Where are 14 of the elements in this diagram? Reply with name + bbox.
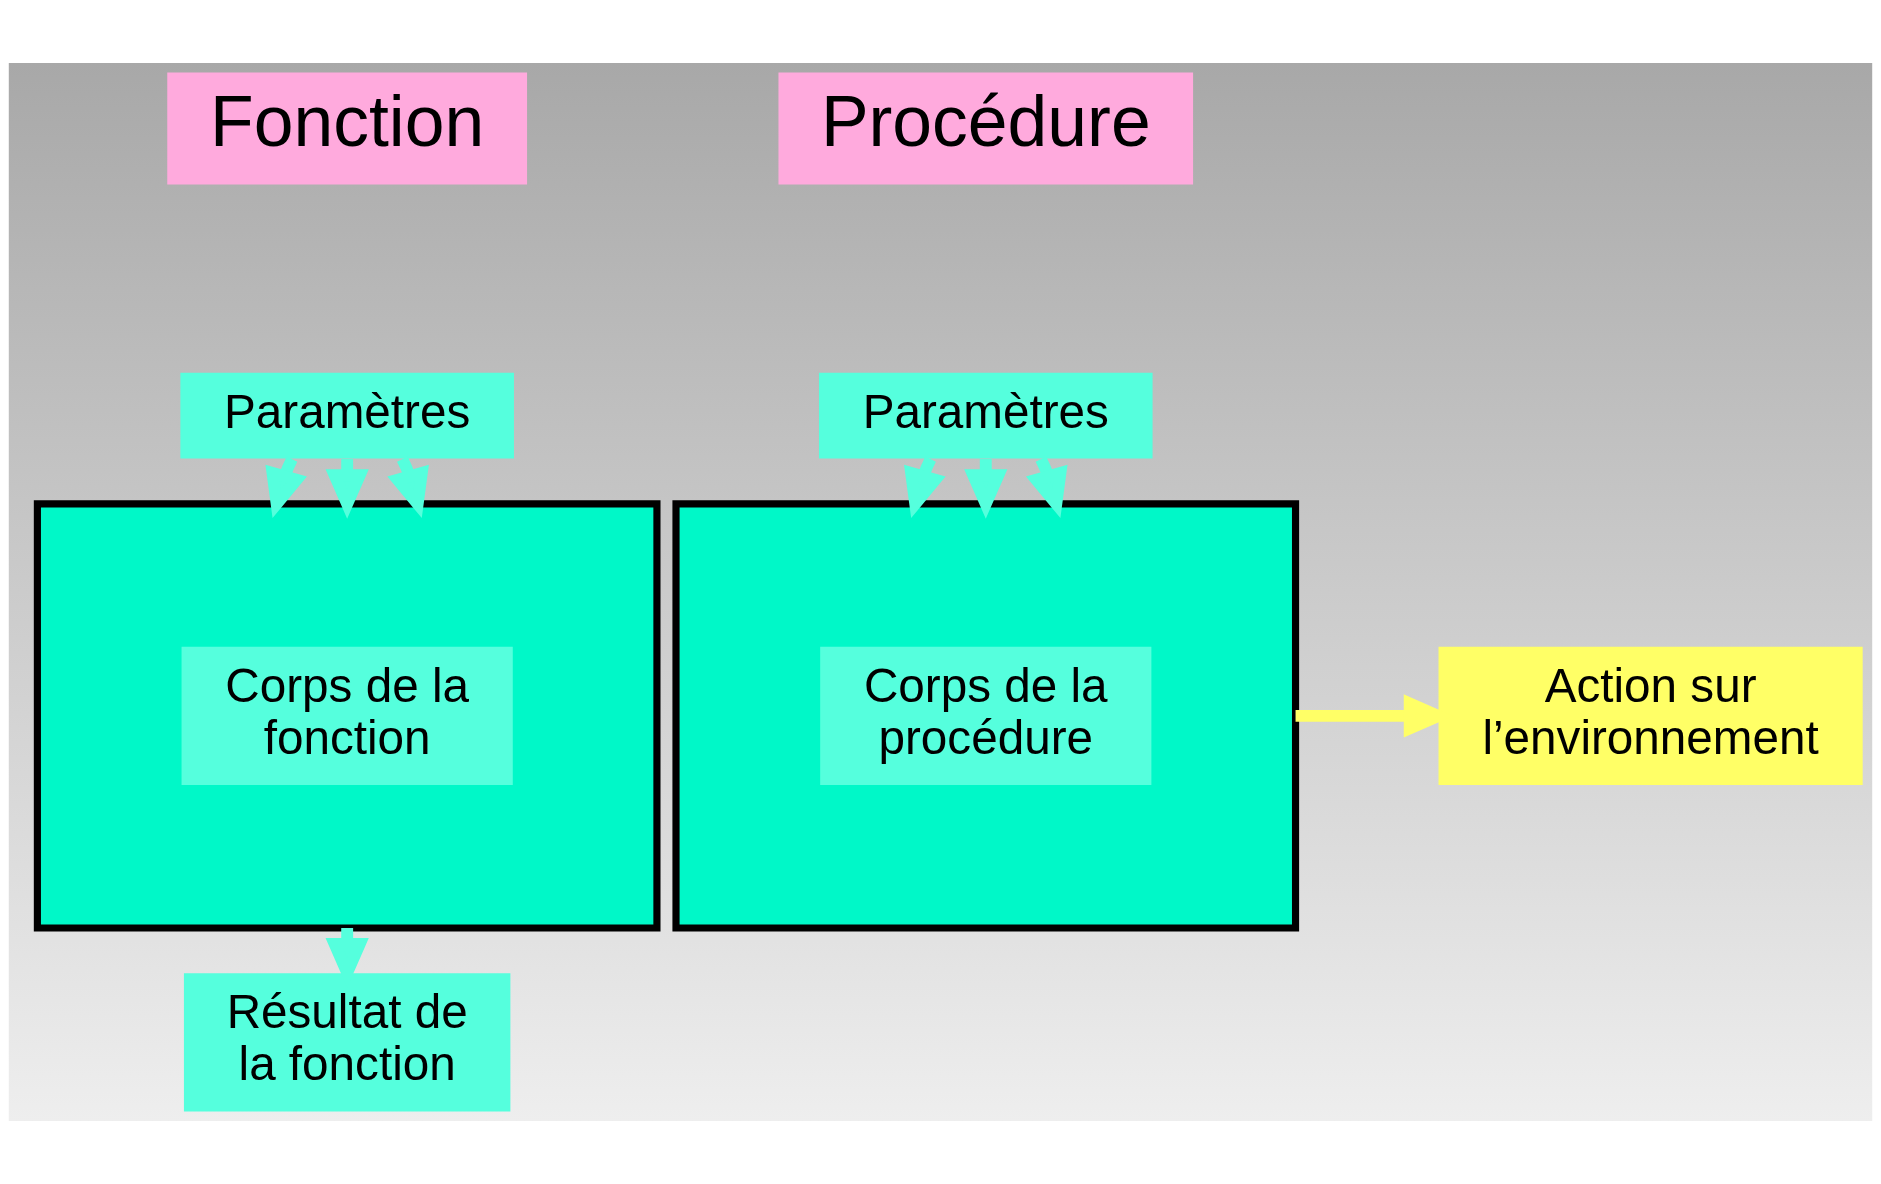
node-box: Procédure	[778, 72, 1194, 185]
arrow	[265, 456, 307, 519]
cluster	[672, 500, 1300, 932]
node-box: Corps de la procédure	[820, 646, 1152, 785]
arrow	[1025, 456, 1068, 519]
arrow	[387, 456, 429, 519]
node-box: Résultat de la fonction	[183, 973, 511, 1112]
arrow	[904, 456, 946, 519]
cluster	[33, 500, 661, 932]
node-box: Paramètres	[818, 372, 1153, 459]
node-box: Corps de la fonction	[181, 646, 513, 785]
node-box: Paramètres	[180, 372, 514, 459]
node-box: Action sur l’environnement	[1438, 646, 1863, 785]
node-box: Fonction	[167, 72, 528, 185]
